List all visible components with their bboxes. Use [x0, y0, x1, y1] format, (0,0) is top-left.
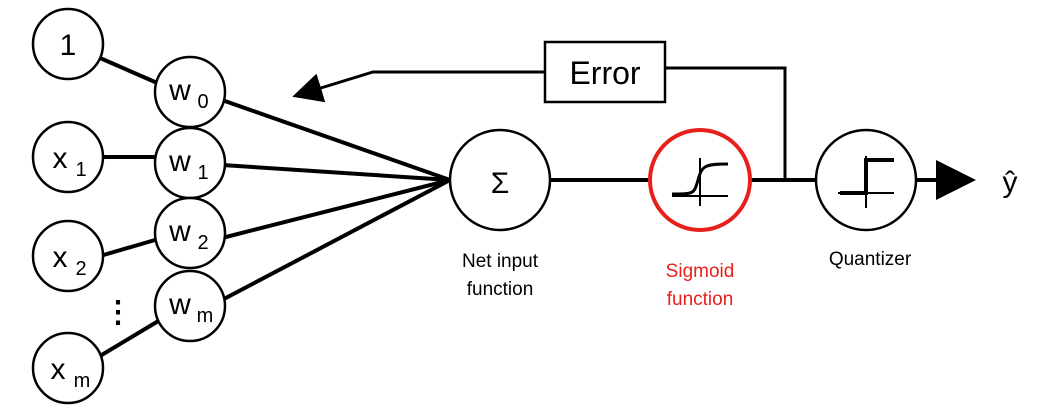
sigmoid-caption-line1: Sigmoid: [666, 261, 735, 282]
edge-wm-sum: [220, 178, 452, 302]
input-x2-base: x: [53, 241, 68, 274]
sigmoid-curve-icon: [671, 158, 729, 206]
net-input-caption-line1: Net input: [462, 251, 539, 272]
weight-wm-sub: m: [197, 305, 214, 327]
input-node-1: 1: [31, 7, 105, 81]
input-x1-base: x: [53, 142, 68, 175]
output-label: ŷ: [1003, 166, 1018, 199]
input-node-x1: x 1: [31, 120, 105, 194]
error-line-right: [665, 66, 787, 180]
edge-w1-sum: [220, 163, 452, 182]
input-xm-sub: m: [74, 370, 91, 392]
sigmoid-node: [648, 128, 752, 232]
sigmoid-caption-line2: function: [667, 289, 734, 310]
edge-xm-w2: [98, 318, 162, 358]
weight-node-w1: w 1: [153, 126, 227, 200]
weight-wm-base: w: [168, 288, 191, 321]
svg-text:x: x: [53, 142, 68, 175]
weight-w0-sub: 0: [197, 91, 208, 113]
weight-node-w0: w 0: [153, 55, 227, 129]
input-weight-edges: [98, 56, 162, 358]
net-input-node: Σ: [448, 128, 552, 232]
ellipsis-icon: ⋮: [103, 296, 133, 329]
weight-w0-base: w: [168, 74, 191, 107]
step-function-icon: [838, 156, 894, 208]
input-node-x2: x 2: [31, 219, 105, 293]
input-node-xm: x m: [31, 331, 105, 405]
weight-sum-edges: [220, 98, 452, 302]
weight-w2-base: w: [168, 215, 191, 248]
error-line-left: [292, 70, 545, 103]
input-1-label: 1: [60, 29, 77, 62]
weight-node-w2: w 2: [153, 196, 227, 270]
edge-x2-w2: [98, 238, 157, 258]
weight-w1-base: w: [168, 145, 191, 178]
input-x1-sub: 1: [75, 159, 86, 181]
sigma-icon: Σ: [491, 167, 510, 200]
quantizer-caption: Quantizer: [829, 249, 912, 270]
error-feedback-path: Error: [292, 40, 787, 180]
weight-w1-sub: 1: [197, 162, 208, 184]
quantizer-node: [814, 128, 918, 232]
edge-w0-sum: [220, 98, 452, 182]
net-input-caption-line2: function: [467, 279, 534, 300]
weight-node-wm: w m: [153, 269, 227, 343]
error-box: [543, 40, 667, 104]
input-xm-base: x: [51, 353, 66, 386]
edge-w2-sum: [220, 178, 452, 240]
weight-w2-sub: 2: [197, 232, 208, 254]
edge-1-w0: [98, 56, 157, 84]
error-label: Error: [569, 55, 640, 91]
input-x2-sub: 2: [75, 258, 86, 280]
